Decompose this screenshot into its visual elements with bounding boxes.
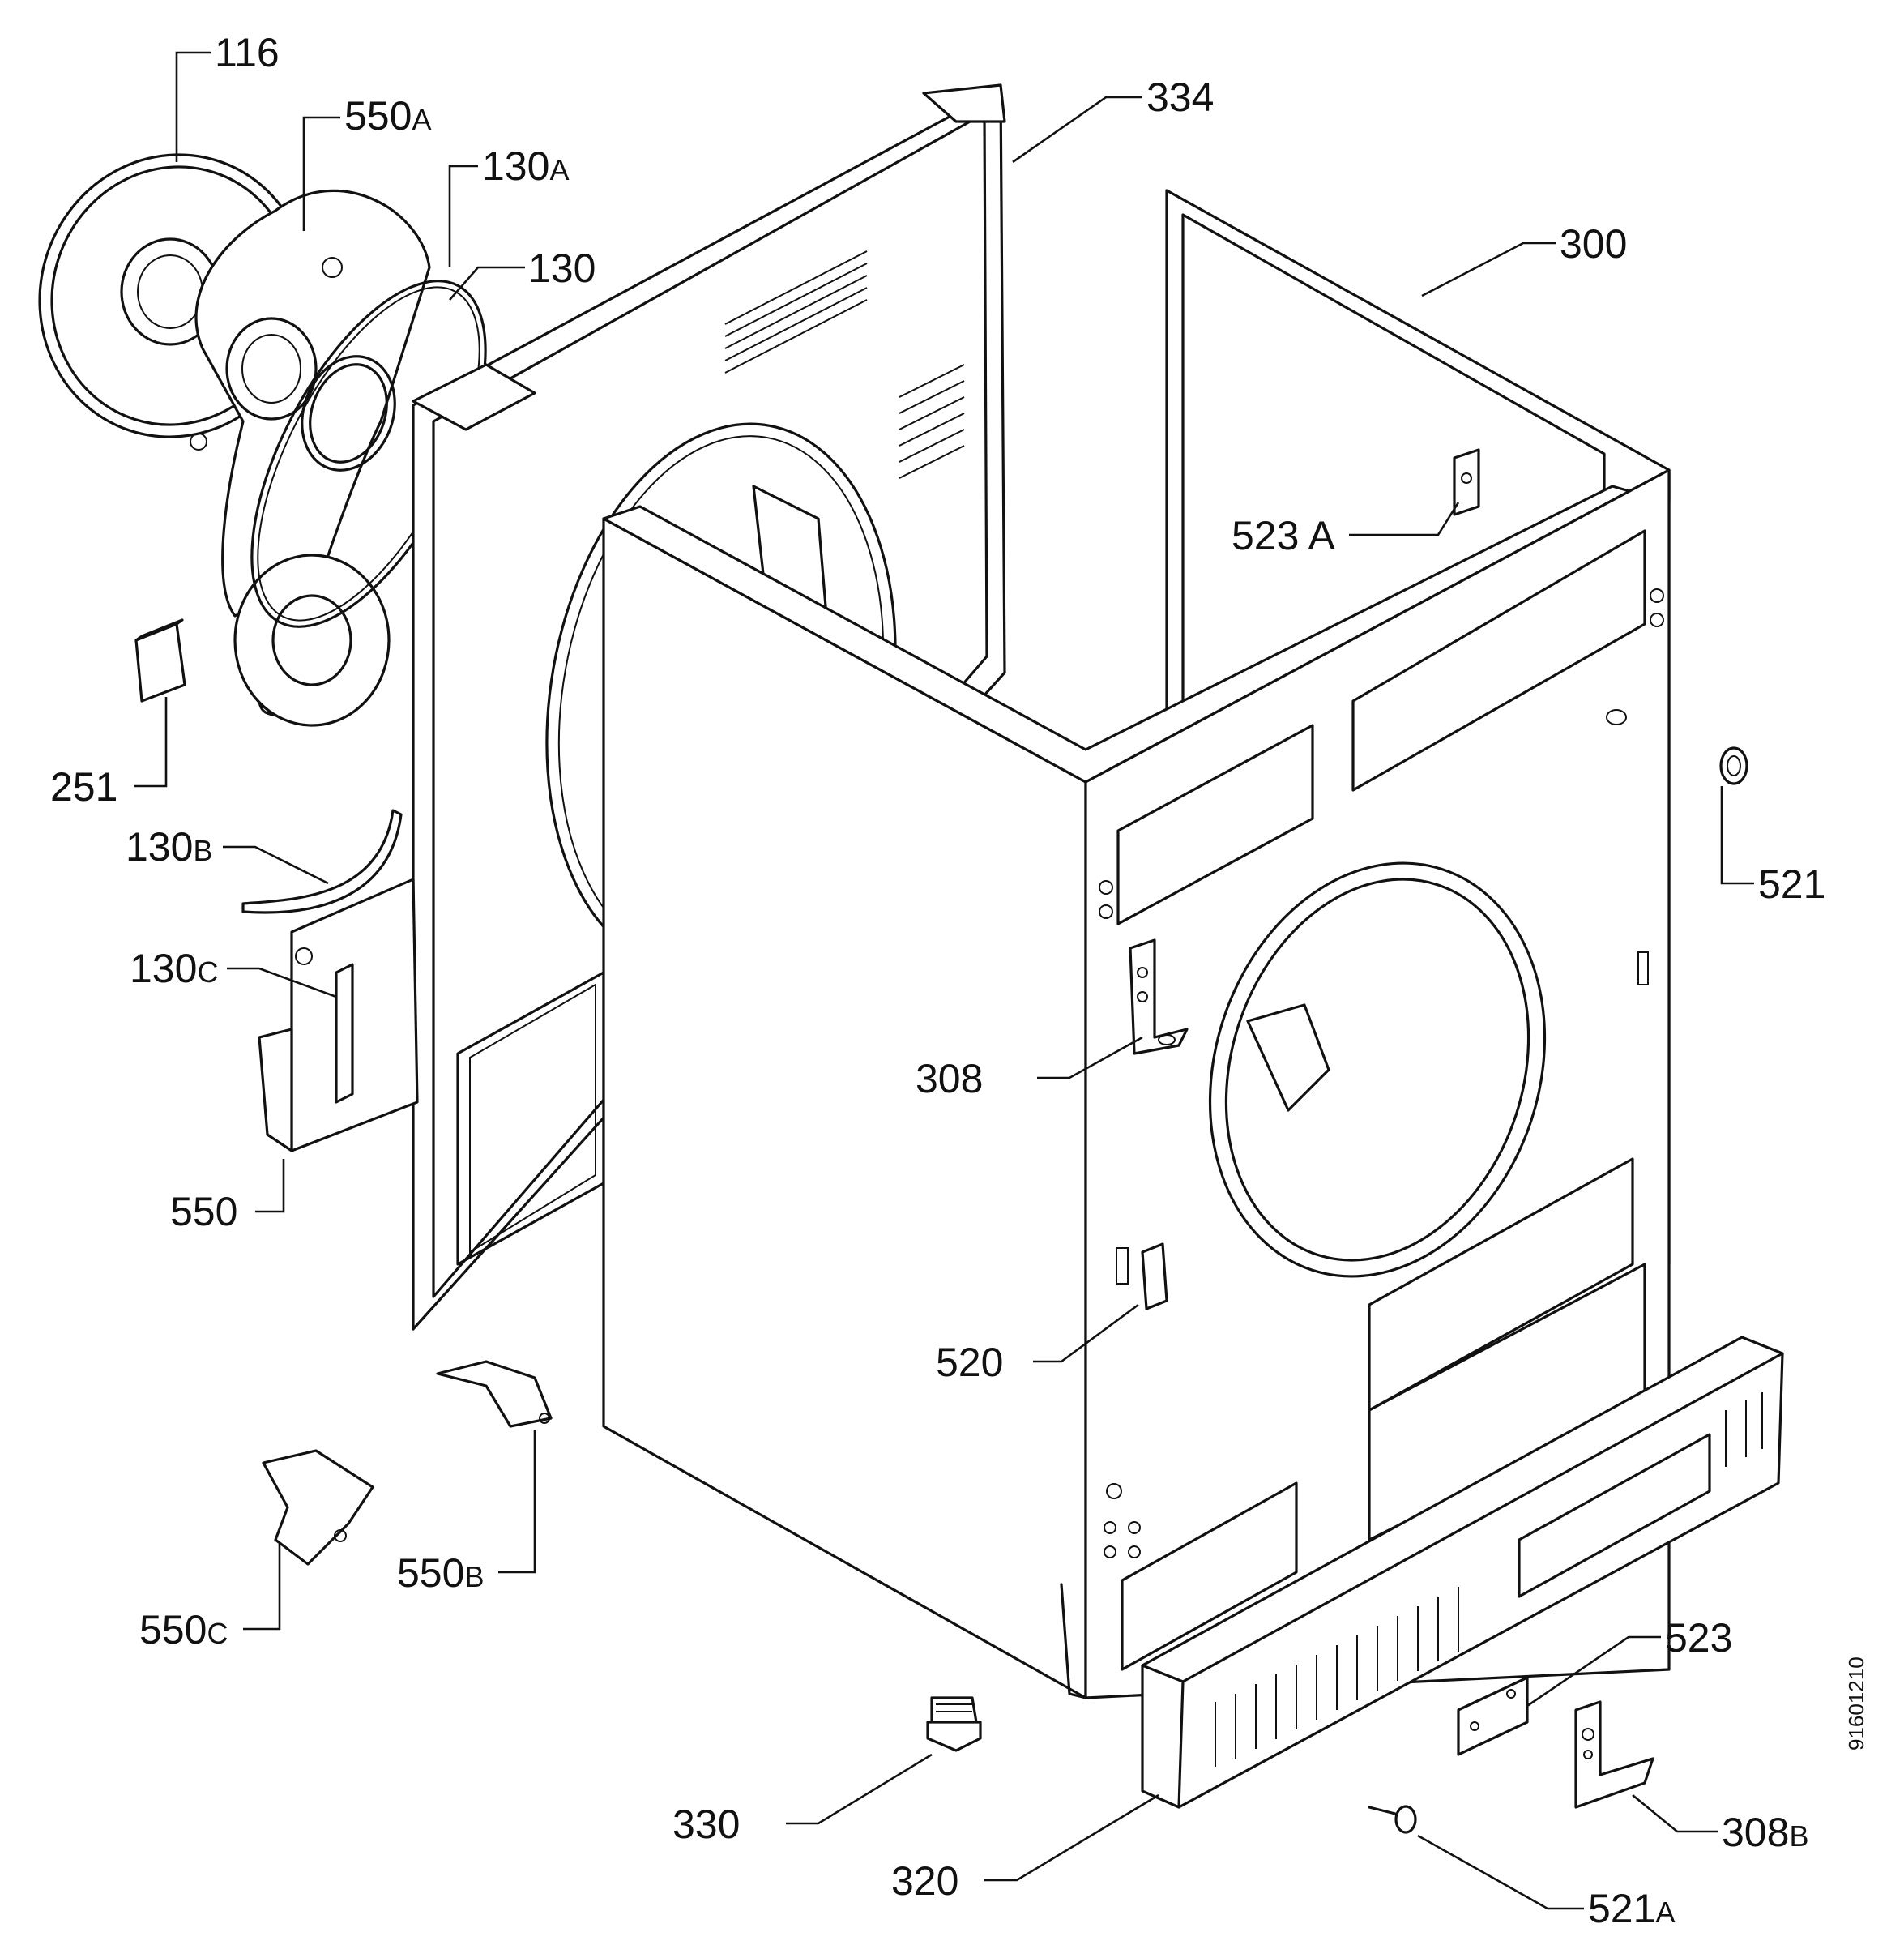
rear-vent-slots — [724, 250, 965, 479]
document-number: 91601210 — [1844, 1656, 1868, 1750]
kick-plate-vent-slots — [1215, 1392, 1763, 1767]
label-550: 550 — [170, 1189, 237, 1234]
label-521: 521 — [1758, 861, 1825, 907]
part-320-kick-plate — [1141, 1336, 1784, 1809]
label-130: 130 — [528, 246, 596, 291]
part-330-adjustable-foot — [926, 1696, 982, 1752]
label-320: 320 — [891, 1858, 958, 1904]
label-550c: 550C — [139, 1607, 228, 1652]
label-550b: 550B — [397, 1550, 484, 1596]
part-523a-keyhole-bracket — [1453, 448, 1480, 516]
part-130-small-seal — [301, 355, 396, 472]
label-521a: 521A — [1588, 1886, 1675, 1931]
label-130c: 130C — [130, 946, 218, 991]
part-550a-rear-plate — [190, 189, 431, 727]
part-308-angle-bracket — [1129, 938, 1189, 1055]
part-130b-clamp-band — [241, 809, 403, 914]
part-523-square-plate — [1457, 1676, 1529, 1756]
label-523a: 523 A — [1232, 513, 1336, 558]
label-130b: 130B — [126, 824, 212, 870]
part-labels: 116 550A 130A 130 334 300 523 A 251 130B… — [50, 30, 1825, 1931]
label-251: 251 — [50, 764, 117, 810]
label-116: 116 — [215, 30, 280, 75]
label-334: 334 — [1146, 75, 1214, 120]
part-550-filter-housing — [258, 878, 419, 1152]
part-300-cabinet-frame — [602, 189, 1671, 1699]
part-550c-hinge-clip — [262, 1449, 374, 1566]
label-308b: 308B — [1722, 1810, 1808, 1855]
part-521-plug — [1719, 746, 1748, 785]
part-521a-screw — [1368, 1805, 1417, 1834]
label-520: 520 — [936, 1340, 1003, 1385]
leader-lines — [134, 51, 1754, 1910]
label-330: 330 — [672, 1802, 740, 1847]
label-300: 300 — [1560, 221, 1627, 267]
part-251-pad — [134, 618, 186, 703]
part-520-door-catch — [1116, 1242, 1168, 1310]
part-550b-clip — [436, 1360, 553, 1428]
label-550a: 550A — [344, 93, 431, 139]
part-308b-bracket — [1574, 1700, 1654, 1809]
label-523: 523 — [1665, 1615, 1732, 1661]
label-130a: 130A — [482, 143, 569, 189]
label-308: 308 — [916, 1056, 983, 1101]
